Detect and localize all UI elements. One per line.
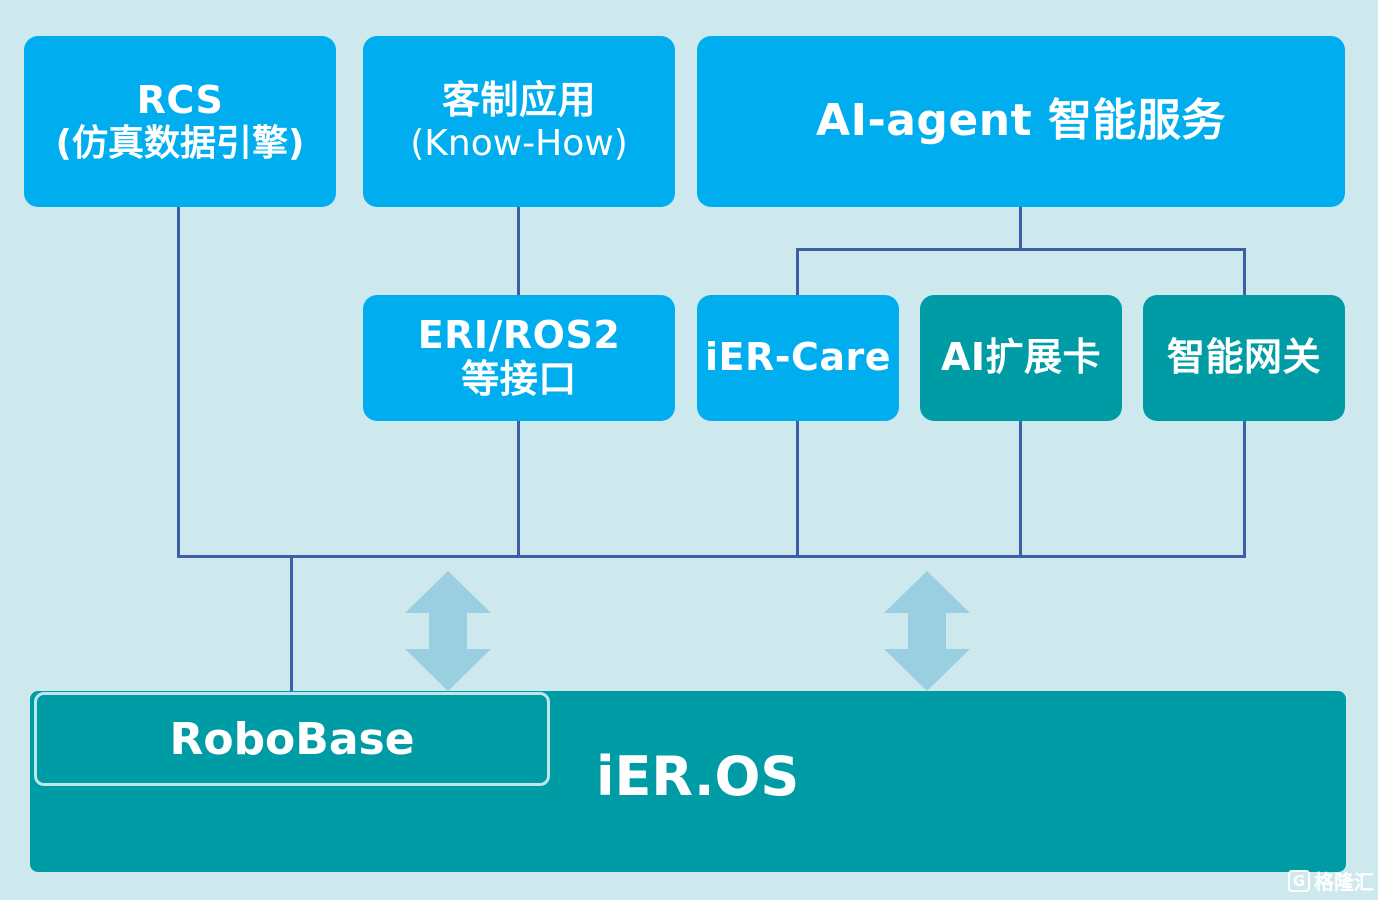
gateway-label: 智能网关 [1166, 335, 1321, 380]
connector-eri-down [517, 421, 520, 557]
bidirectional-arrow-icon [405, 571, 491, 691]
ier-care-label: iER-Care [704, 335, 892, 380]
rcs-box: RCS (仿真数据引擎) [24, 36, 336, 207]
ai-card-label: AI扩展卡 [940, 335, 1102, 380]
connector-bus-horizontal [177, 555, 1246, 558]
bidirectional-arrow-icon [884, 571, 970, 691]
eri-ros2-title: ERI/ROS2 [417, 313, 621, 358]
connector-app-to-eri [517, 207, 520, 295]
connector-ai-branch-horizontal [796, 248, 1246, 251]
ai-card-box: AI扩展卡 [920, 295, 1122, 421]
custom-app-box: 客制应用 (Know-How) [363, 36, 675, 207]
ier-os-title: iER.OS [596, 745, 800, 808]
rcs-title: RCS [136, 77, 224, 122]
watermark-logo-icon: G [1288, 869, 1310, 892]
eri-ros2-box: ERI/ROS2 等接口 [363, 295, 675, 421]
connector-card-down [1019, 421, 1022, 557]
watermark: G 格隆汇 [1288, 866, 1374, 895]
gateway-box: 智能网关 [1143, 295, 1345, 421]
connector-branch-to-care [796, 248, 799, 295]
frame-edge [1378, 0, 1384, 900]
eri-ros2-subtitle: 等接口 [461, 357, 577, 401]
connector-bus-to-robobase [290, 555, 293, 692]
connector-gateway-down [1243, 421, 1246, 557]
connector-ai-agent-down [1019, 207, 1022, 250]
ai-agent-label: AI-agent 智能服务 [816, 95, 1226, 147]
connector-care-down [796, 421, 799, 557]
robobase-box: RoboBase [34, 692, 550, 786]
custom-app-subtitle: (Know-How) [410, 122, 628, 164]
rcs-subtitle: (仿真数据引擎) [55, 122, 305, 164]
ier-care-box: iER-Care [697, 295, 899, 421]
robobase-label: RoboBase [169, 713, 415, 765]
custom-app-title: 客制应用 [441, 77, 596, 122]
watermark-text: 格隆汇 [1314, 870, 1374, 894]
connector-rcs-down [177, 207, 180, 557]
connector-branch-to-gateway [1243, 248, 1246, 295]
ai-agent-box: AI-agent 智能服务 [697, 36, 1345, 207]
